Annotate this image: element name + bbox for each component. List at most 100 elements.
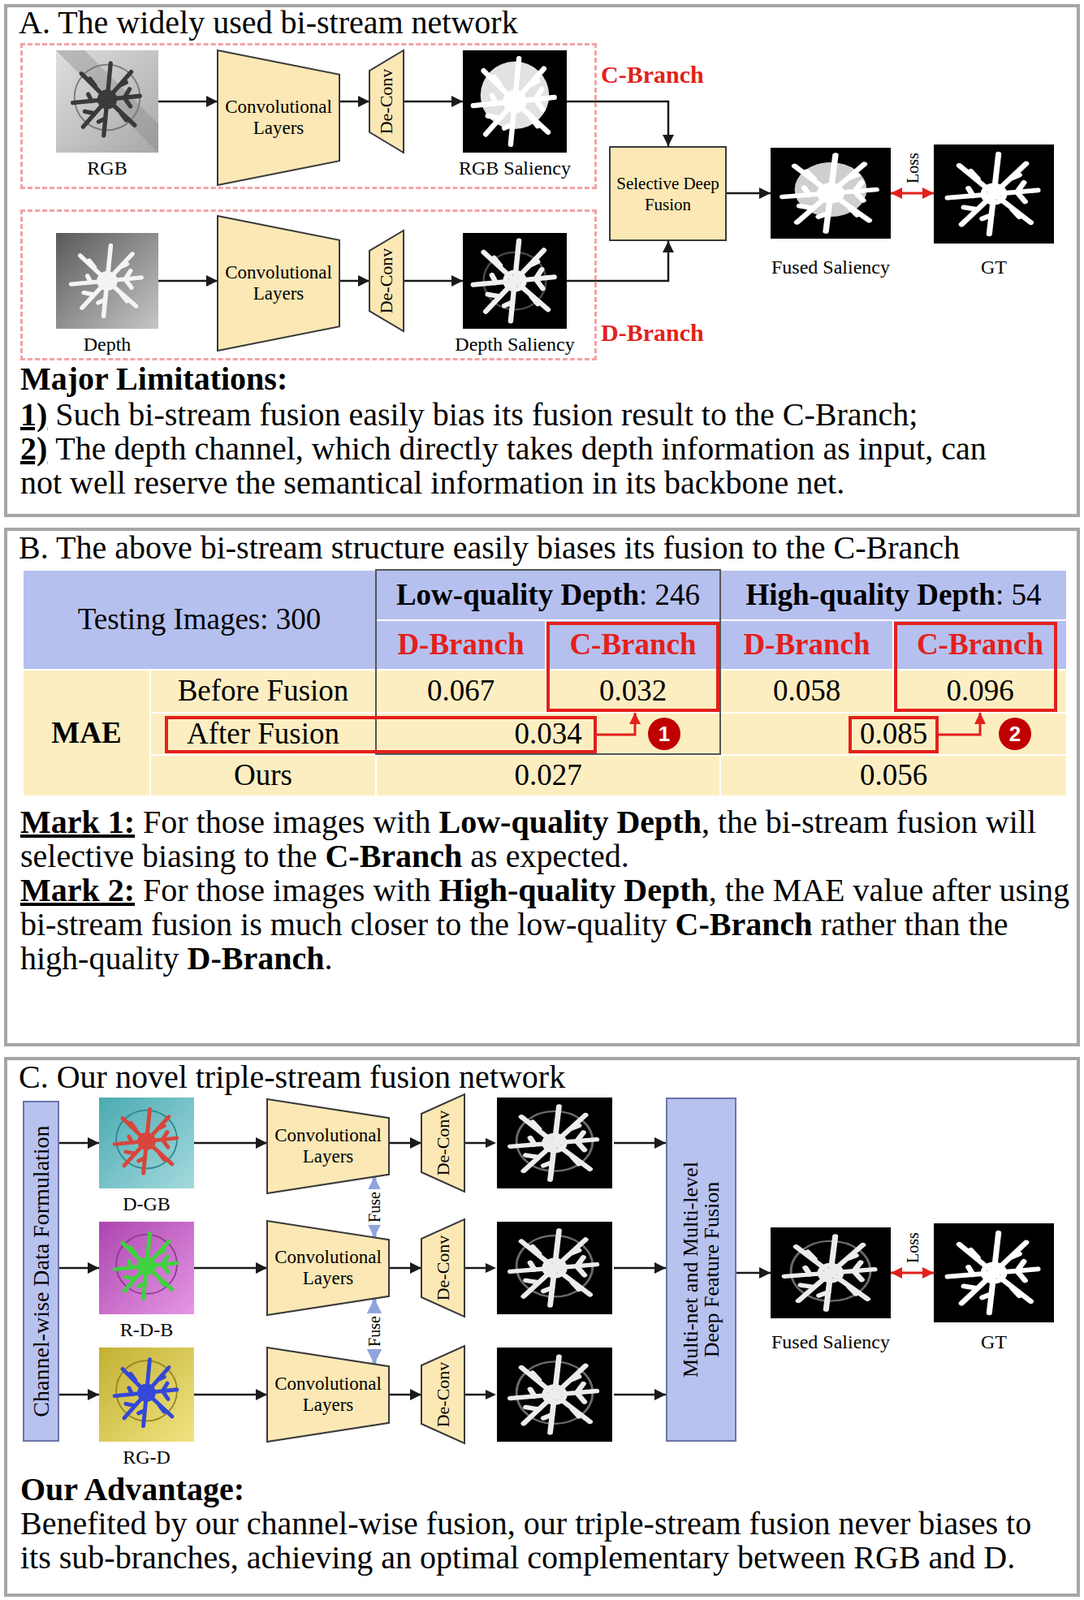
table-cell: Testing Images: 300	[22, 570, 376, 670]
connector	[726, 192, 771, 195]
table-cell: 0.034	[375, 712, 721, 756]
note-heading: Major Limitations:	[20, 362, 752, 397]
label-text: D-Branch	[397, 627, 524, 661]
connector	[890, 1272, 934, 1275]
label-text: High-quality Depth	[746, 578, 996, 612]
table-cell: 0.085	[720, 712, 1067, 756]
note-heading: Our Advantage:	[20, 1472, 752, 1508]
fusion-box: Selective Deep Fusion	[608, 146, 727, 242]
connector	[388, 1142, 422, 1145]
conv-block: Convolutional Layers	[217, 50, 340, 186]
table-cell: C-Branch	[893, 620, 1067, 670]
cell-text: Testing Images: 300	[77, 602, 322, 638]
label-text: 0.058	[773, 673, 841, 708]
pointer-arrow	[937, 712, 981, 735]
channel-photo	[99, 1222, 195, 1315]
highlight-box	[895, 623, 1056, 711]
image-caption: Fused Saliency	[771, 1331, 890, 1354]
deconv-block: De-Conv	[421, 1346, 465, 1444]
label-text: D-Branch	[187, 940, 325, 977]
edge-label: Fuse	[365, 1313, 384, 1350]
label-text: : 246	[639, 578, 700, 612]
connector	[158, 100, 218, 104]
label-text: C-Branch	[569, 627, 696, 661]
label-text: After Fusion	[186, 716, 340, 751]
image-panel: R-D-B	[99, 1222, 195, 1315]
table-cell	[720, 712, 1067, 756]
cell-text: 0.032	[599, 673, 667, 709]
trapezoid-outline	[217, 215, 340, 351]
label-text: Major Limitations:	[20, 360, 288, 398]
note-text: Mark 2:For those images withHigh-quality…	[20, 873, 1076, 977]
block-label: Convolutional Layers	[217, 50, 340, 186]
callout-circle: 1	[647, 717, 681, 751]
saliency-picture	[496, 1097, 613, 1189]
connector	[464, 1394, 666, 1397]
label-text: C-Branch	[916, 627, 1044, 661]
table-cell: 0.032	[545, 669, 721, 713]
table-cell: D-Branch	[720, 620, 894, 670]
label-text: 0.067	[427, 673, 495, 708]
connector	[464, 1142, 666, 1145]
connector	[339, 280, 370, 283]
saliency-picture	[462, 50, 567, 153]
label-text: 0.056	[859, 758, 928, 792]
block-label: De-Conv	[375, 240, 398, 322]
trapezoid-outline	[369, 50, 404, 153]
deconv-block: De-Conv	[421, 1094, 465, 1192]
deconv-block: De-Conv	[421, 1219, 465, 1318]
cell-text: D-Branch	[397, 627, 524, 663]
block-label: Selective Deep Fusion	[610, 147, 726, 240]
rgb-photo	[56, 50, 159, 153]
ground-truth-picture	[933, 1223, 1054, 1323]
cell-text: C-Branch	[569, 627, 696, 663]
connector	[158, 280, 218, 283]
image-caption: D-GB	[122, 1193, 171, 1216]
connector-group	[59, 101, 934, 1395]
image-caption: GT	[980, 1331, 1007, 1354]
note-text: 1)Such bi-stream fusion easily bias its …	[20, 397, 1076, 432]
table-cell: 0.096	[893, 669, 1067, 713]
cell-text: 0.056	[859, 758, 928, 794]
label-text: MAE	[51, 716, 121, 750]
cell-text: After Fusion	[186, 716, 340, 752]
table-cell: 0.058	[720, 669, 894, 713]
block-label: Convolutional Layers	[217, 215, 340, 351]
channel-photo	[99, 1347, 195, 1443]
saliency-picture	[770, 147, 891, 239]
label-text: 0.027	[513, 758, 582, 792]
cell-text: 0.096	[945, 673, 1014, 709]
label-text: : 54	[995, 578, 1042, 612]
label-text: Benefited by our channel-wise fusion, ou…	[20, 1505, 1032, 1577]
label-text: 0.096	[945, 673, 1014, 708]
callout-number: 1	[647, 717, 681, 751]
note-text: Benefited by our channel-wise fusion, ou…	[20, 1507, 1052, 1576]
note-text: Mark 1:For those images withLow-quality …	[20, 805, 1076, 874]
label-text: Ours	[233, 758, 293, 792]
branch-box: C-BranchRGBConvolutional LayersDe-ConvRG…	[20, 43, 597, 190]
cell-text: 0.034	[513, 716, 582, 752]
cell-text: 0.067	[427, 673, 495, 709]
table-cell	[375, 755, 721, 797]
edge-label: Fuse	[365, 1189, 384, 1226]
conv-block: Convolutional Layers	[267, 1221, 389, 1316]
cell-text: Ours	[233, 758, 293, 794]
connector	[59, 1267, 100, 1270]
connector	[59, 1394, 100, 1397]
panel-title: C. Our novel triple-stream fusion networ…	[18, 1060, 566, 1095]
image-caption: RGB	[86, 157, 127, 180]
image-panel: Depth	[56, 233, 159, 329]
table-header-cell	[375, 620, 546, 670]
image-panel: Fused Saliency	[770, 147, 891, 239]
cell-text: 0.085	[859, 716, 928, 752]
connector	[566, 241, 669, 281]
cell-text: C-Branch	[916, 627, 1044, 663]
image-caption: R-D-B	[120, 1319, 173, 1342]
table-cell	[375, 669, 546, 713]
connector	[59, 1142, 100, 1145]
label-text: 0.034	[513, 716, 582, 751]
